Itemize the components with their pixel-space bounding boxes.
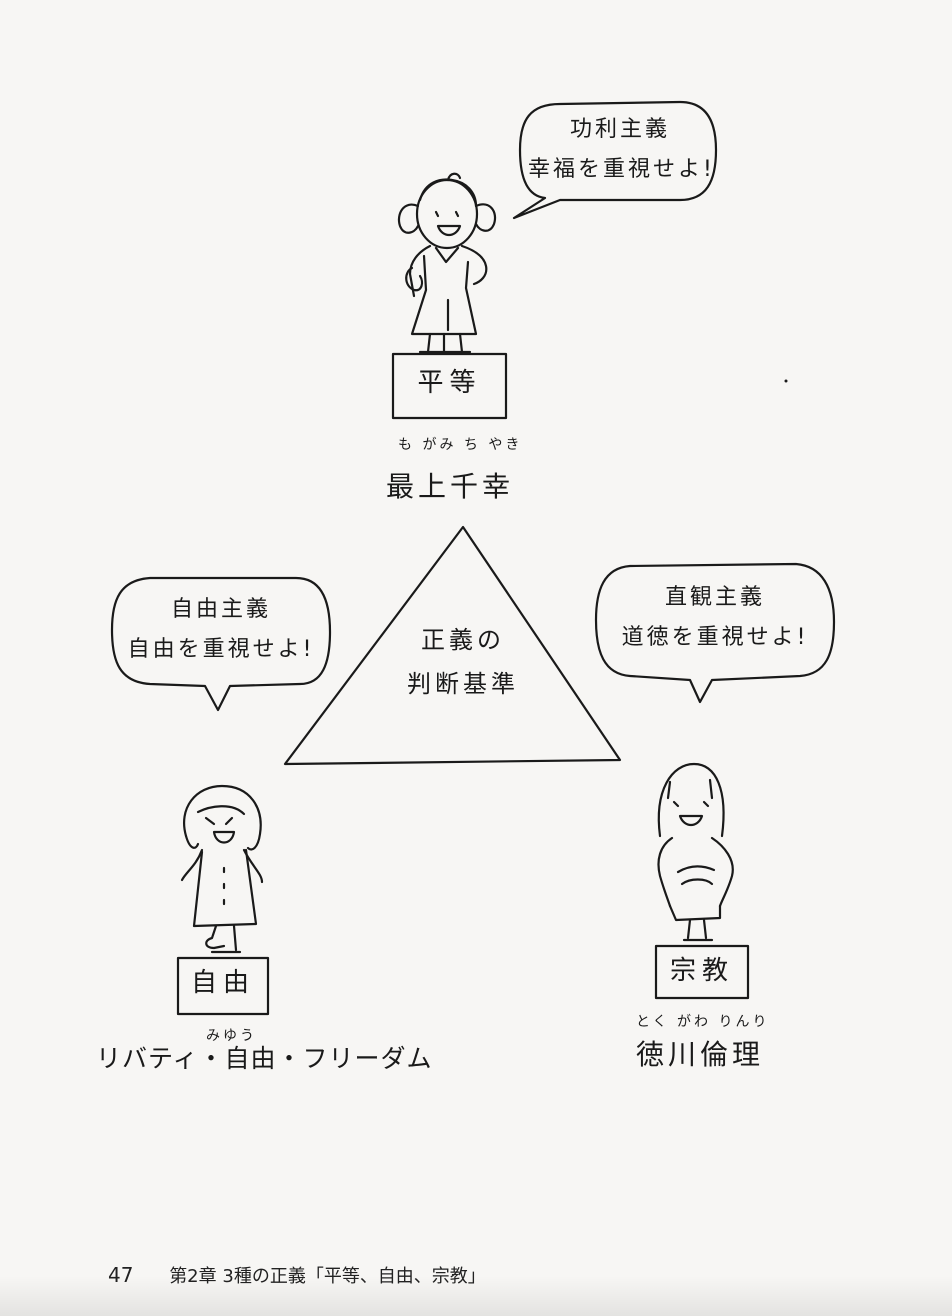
triangle-line2: 判断基準	[407, 670, 519, 698]
left-box-outline	[176, 956, 270, 1016]
top-name: 最上千幸	[386, 470, 515, 503]
right-bubble-line2: 道徳を重視せよ!	[621, 625, 809, 650]
top-bubble-line2: 幸福を重視せよ!	[528, 157, 715, 182]
right-bubble-line1: 直観主義	[664, 585, 765, 610]
right-name-ruby: とく がわ りんり	[636, 1014, 770, 1030]
page-bottom-shadow	[0, 1276, 952, 1316]
right-box-label: 宗教	[669, 956, 734, 986]
page-footer: 47 第2章 3種の正義「平等、自由、宗教」	[108, 1262, 486, 1288]
chapter-title: 第2章 3種の正義「平等、自由、宗教」	[169, 1266, 486, 1287]
right-girl-figure	[657, 762, 734, 942]
right-speech-bubble	[594, 562, 836, 704]
center-triangle	[283, 525, 622, 766]
triangle-line1: 正義の	[421, 626, 505, 654]
top-speech-bubble	[512, 100, 718, 220]
right-box-outline	[654, 944, 750, 1000]
left-name: リバティ・自由・フリーダム	[96, 1044, 433, 1073]
top-box-label: 平等	[417, 368, 482, 398]
right-bubble-text: 直観主義 道徳を重視せよ!	[600, 578, 830, 658]
left-bubble-line2: 自由を重視せよ!	[127, 637, 315, 662]
triangle-text: 正義の 判断基準	[378, 618, 548, 706]
top-name-ruby: も がみ ち やき	[398, 437, 523, 453]
left-speech-bubble	[110, 576, 332, 712]
left-bubble-line1: 自由主義	[170, 597, 271, 622]
top-girl-figure	[397, 172, 497, 354]
top-bubble-text: 功利主義 幸福を重視せよ!	[528, 110, 712, 190]
left-name-ruby: みゆう	[206, 1028, 257, 1044]
page-number: 47	[108, 1263, 134, 1287]
left-girl-figure	[180, 784, 264, 954]
top-box-outline	[391, 352, 508, 420]
left-bubble-text: 自由主義 自由を重視せよ!	[118, 590, 324, 670]
top-bubble-line1: 功利主義	[569, 117, 670, 142]
left-box-label: 自由	[190, 968, 255, 998]
right-name: 徳川倫理	[636, 1038, 765, 1071]
